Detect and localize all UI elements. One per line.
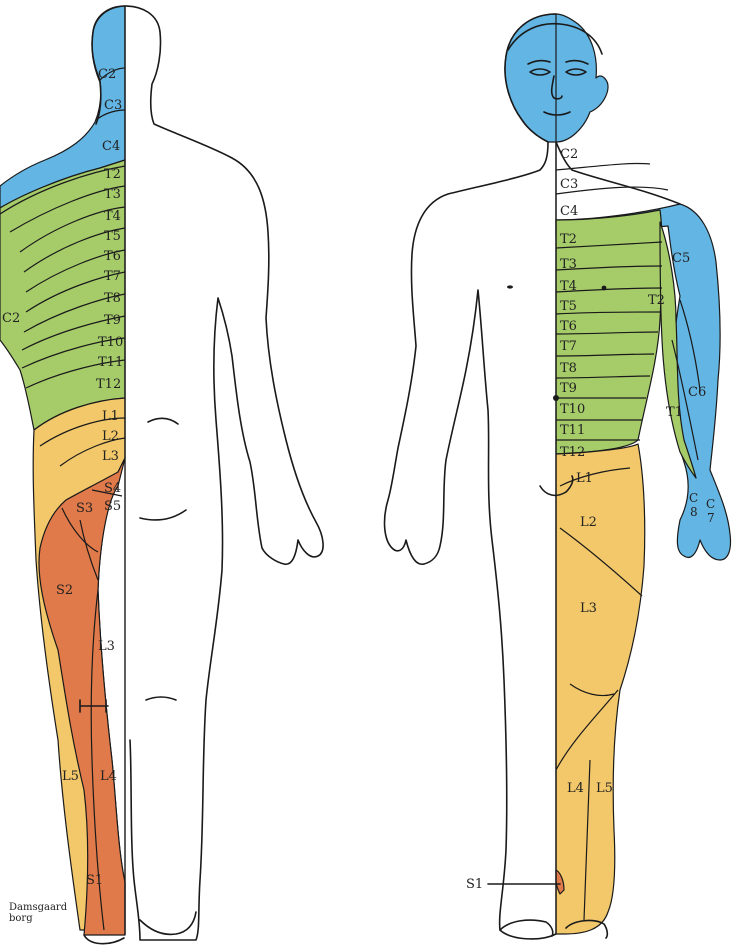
front-label-t2: T2 bbox=[560, 232, 577, 247]
front-right-nipple bbox=[602, 286, 607, 291]
front-label-t1: T1 bbox=[666, 405, 683, 420]
back-label-s1: S1 bbox=[86, 873, 103, 888]
back-label-t2: T2 bbox=[104, 167, 121, 182]
back-label-l3-leg: L3 bbox=[98, 639, 115, 654]
front-label-t8: T8 bbox=[560, 361, 577, 376]
front-label-t5: T5 bbox=[560, 299, 577, 314]
front-left-foot bbox=[500, 920, 553, 936]
front-label-c4: C4 bbox=[560, 204, 578, 219]
front-label-c7-n: 7 bbox=[707, 511, 715, 525]
back-view: C2 C3 C4 T2 T3 T4 T5 T6 T7 T8 T9 T10 T11… bbox=[0, 6, 323, 944]
front-label-l5: L5 bbox=[596, 781, 613, 796]
front-label-l1: L1 bbox=[576, 471, 593, 486]
back-label-c3: C3 bbox=[104, 98, 122, 113]
front-label-l3: L3 bbox=[580, 601, 597, 616]
back-label-t6: T6 bbox=[104, 249, 121, 264]
credit-text: Damsgaard borg bbox=[9, 902, 67, 924]
front-label-l2: L2 bbox=[580, 515, 597, 530]
front-label-t11: T11 bbox=[560, 423, 585, 438]
back-label-t4: T4 bbox=[104, 209, 121, 224]
front-label-t3: T3 bbox=[560, 257, 577, 272]
back-label-c2: C2 bbox=[98, 67, 116, 82]
back-label-l4: L4 bbox=[100, 769, 117, 784]
front-label-s1: S1 bbox=[466, 877, 483, 892]
front-view: C2 C3 C4 T2 T3 T4 T5 T6 T7 T8 T9 T10 T11… bbox=[385, 14, 731, 939]
front-label-l4: L4 bbox=[567, 781, 584, 796]
front-label-t6: T6 bbox=[560, 319, 577, 334]
credit-line-1: Damsgaard bbox=[9, 902, 67, 913]
front-label-c8-n: 8 bbox=[690, 505, 698, 519]
back-label-t8: T8 bbox=[104, 291, 121, 306]
back-label-s2: S2 bbox=[56, 583, 73, 598]
back-buttock-line bbox=[140, 510, 186, 520]
back-label-s3: S3 bbox=[76, 501, 93, 516]
front-label-arm-t2: T2 bbox=[648, 293, 665, 308]
back-foot-left bbox=[84, 935, 124, 944]
back-label-t7: T7 bbox=[104, 269, 121, 284]
back-knee-line bbox=[146, 697, 176, 700]
back-label-c4: C4 bbox=[102, 139, 120, 154]
back-label-s5: S5 bbox=[104, 499, 121, 514]
front-label-c3: C3 bbox=[560, 177, 578, 192]
front-label-c8-c: C bbox=[689, 491, 698, 505]
front-label-c6: C6 bbox=[688, 385, 706, 400]
front-label-c2: C2 bbox=[560, 147, 578, 162]
front-body-outline bbox=[385, 14, 556, 939]
back-label-l5: L5 bbox=[62, 769, 79, 784]
back-scapula-line bbox=[148, 418, 178, 424]
back-label-t3: T3 bbox=[104, 187, 121, 202]
front-label-t7: T7 bbox=[560, 339, 577, 354]
back-label-s4: S4 bbox=[104, 481, 121, 496]
back-label-t5: T5 bbox=[104, 229, 121, 244]
back-label-t10: T10 bbox=[98, 335, 123, 350]
back-label-t11: T11 bbox=[98, 355, 123, 370]
back-body-outline bbox=[125, 6, 323, 940]
back-label-l1: L1 bbox=[102, 409, 119, 424]
back-foot-line bbox=[140, 912, 196, 934]
front-left-nipple bbox=[507, 285, 513, 288]
back-label-t9: T9 bbox=[104, 313, 121, 328]
back-label-t12: T12 bbox=[96, 377, 121, 392]
back-label-edge-c2: C2 bbox=[2, 311, 20, 326]
front-label-c5: C5 bbox=[672, 251, 690, 266]
front-label-t12: T12 bbox=[560, 445, 585, 460]
back-label-l2: L2 bbox=[102, 429, 119, 444]
front-navel bbox=[553, 395, 559, 401]
back-label-l3: L3 bbox=[102, 449, 119, 464]
front-label-t4: T4 bbox=[560, 279, 577, 294]
front-lumbar-region bbox=[556, 444, 645, 934]
front-label-c7-c: C bbox=[706, 497, 715, 511]
front-label-t9: T9 bbox=[560, 381, 577, 396]
front-label-t10: T10 bbox=[560, 402, 585, 417]
credit-line-2: borg bbox=[9, 913, 67, 924]
